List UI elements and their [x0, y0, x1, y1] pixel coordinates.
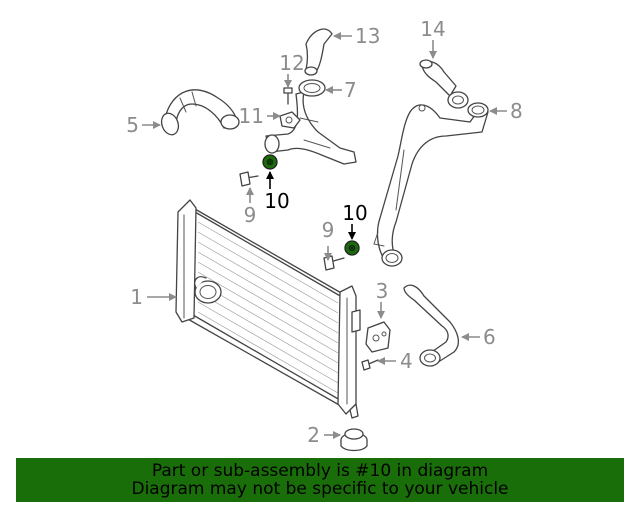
upper-pipe-assembly — [264, 28, 357, 165]
part-10-nut-upper[interactable] — [262, 154, 278, 170]
callout-6: 6 — [483, 325, 496, 349]
bolt-9-lower — [323, 255, 345, 271]
leader-lines — [142, 32, 507, 439]
callout-10-upper: 10 — [264, 189, 289, 213]
callout-9-lower: 9 — [322, 218, 335, 242]
callout-11: 11 — [239, 104, 264, 128]
charge-pipe-8 — [373, 102, 489, 267]
callout-8: 8 — [510, 99, 523, 123]
callout-2: 2 — [307, 423, 320, 447]
core-fins — [197, 221, 339, 394]
bracket — [365, 321, 391, 353]
banner-line-1: Part or sub-assembly is #10 in diagram — [151, 461, 489, 481]
callout-3: 3 — [376, 279, 389, 303]
banner-line-2: Diagram may not be specific to your vehi… — [131, 479, 509, 499]
callout-12: 12 — [279, 51, 304, 75]
hose-6 — [403, 284, 460, 367]
callout-4: 4 — [400, 349, 413, 373]
bolt-4 — [361, 359, 379, 371]
callout-5: 5 — [126, 113, 139, 137]
intercooler-core — [175, 199, 361, 419]
parts-diagram: 1 2 3 4 5 6 7 8 9 9 10 10 11 12 13 14 — [126, 17, 523, 452]
bolt-9-upper — [239, 171, 259, 187]
callout-10-lower: 10 — [342, 201, 367, 225]
callout-13: 13 — [355, 24, 380, 48]
callout-7: 7 — [344, 78, 357, 102]
callout-9-upper: 9 — [244, 203, 257, 227]
hose-14 — [419, 59, 469, 109]
callout-14: 14 — [420, 17, 445, 41]
drain-plug — [340, 428, 368, 452]
info-banner: Part or sub-assembly is #10 in diagram D… — [16, 458, 624, 502]
hose-5 — [160, 89, 240, 136]
part-10-nut-lower[interactable] — [344, 240, 360, 256]
callout-1: 1 — [130, 285, 143, 309]
